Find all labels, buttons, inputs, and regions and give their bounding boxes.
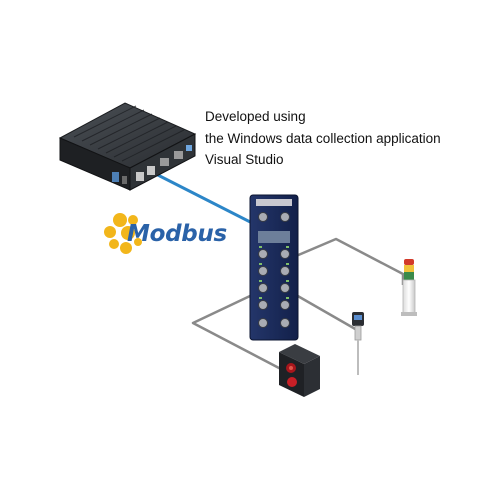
remote-io-module xyxy=(249,194,299,341)
industrial-pc xyxy=(58,102,197,191)
sensor-cables xyxy=(191,237,405,381)
caption-line-1: Developed using xyxy=(205,109,306,124)
cable-to-proximity-sensor xyxy=(295,293,358,332)
caption-line-3: Visual Studio xyxy=(205,152,284,167)
caption-text: Developed using the Windows data collect… xyxy=(205,106,445,171)
cable-to-photoelectric-sensor xyxy=(191,294,301,381)
proximity-sensor xyxy=(352,312,364,375)
cable-to-signal-tower xyxy=(295,237,405,285)
io-connectors xyxy=(258,212,290,328)
signal-tower-light xyxy=(401,259,417,316)
caption-line-2: the Windows data collection application xyxy=(205,130,441,146)
modbus-logo-mark xyxy=(104,213,142,254)
modbus-logo-text: Modbus xyxy=(127,221,227,247)
photoelectric-sensor xyxy=(279,344,320,397)
ethernet-cable xyxy=(147,168,259,228)
